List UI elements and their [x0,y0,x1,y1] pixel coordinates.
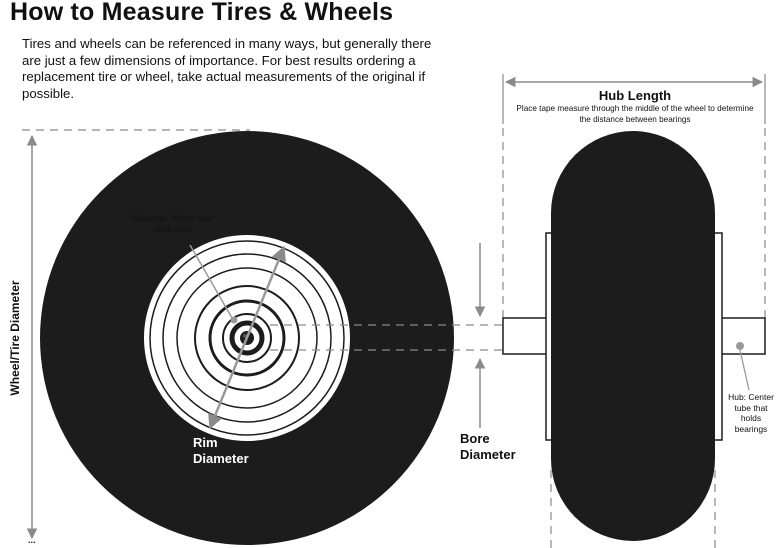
wheel-front-view [40,131,454,545]
hub-label: Hub: Center tube that holds bearings [728,392,774,434]
rim-diameter-label: Rim Diameter [193,435,249,466]
intro-paragraph: Tires and wheels can be referenced in ma… [22,36,432,101]
hub-length-dimension [502,74,766,318]
wheel-tire-diameter-text: Wheel/Tire Diameter [8,280,22,396]
tire-side [551,131,715,541]
rim-diameter-arrow [208,245,286,430]
bearings-label: Bearings: Where axle shaft rests [132,213,214,234]
wheel-side-view [502,131,766,548]
bore-diameter-label: Bore Diameter [460,431,516,462]
hub-length-description: Place tape measure through the middle of… [516,104,754,124]
bore-diameter-dimension [270,243,545,428]
cut-off-text: ... [28,535,36,545]
page-title: How to Measure Tires & Wheels [10,0,394,26]
hub-length-title: Hub Length [598,88,672,103]
wheel-diameter-dimension [22,129,250,540]
